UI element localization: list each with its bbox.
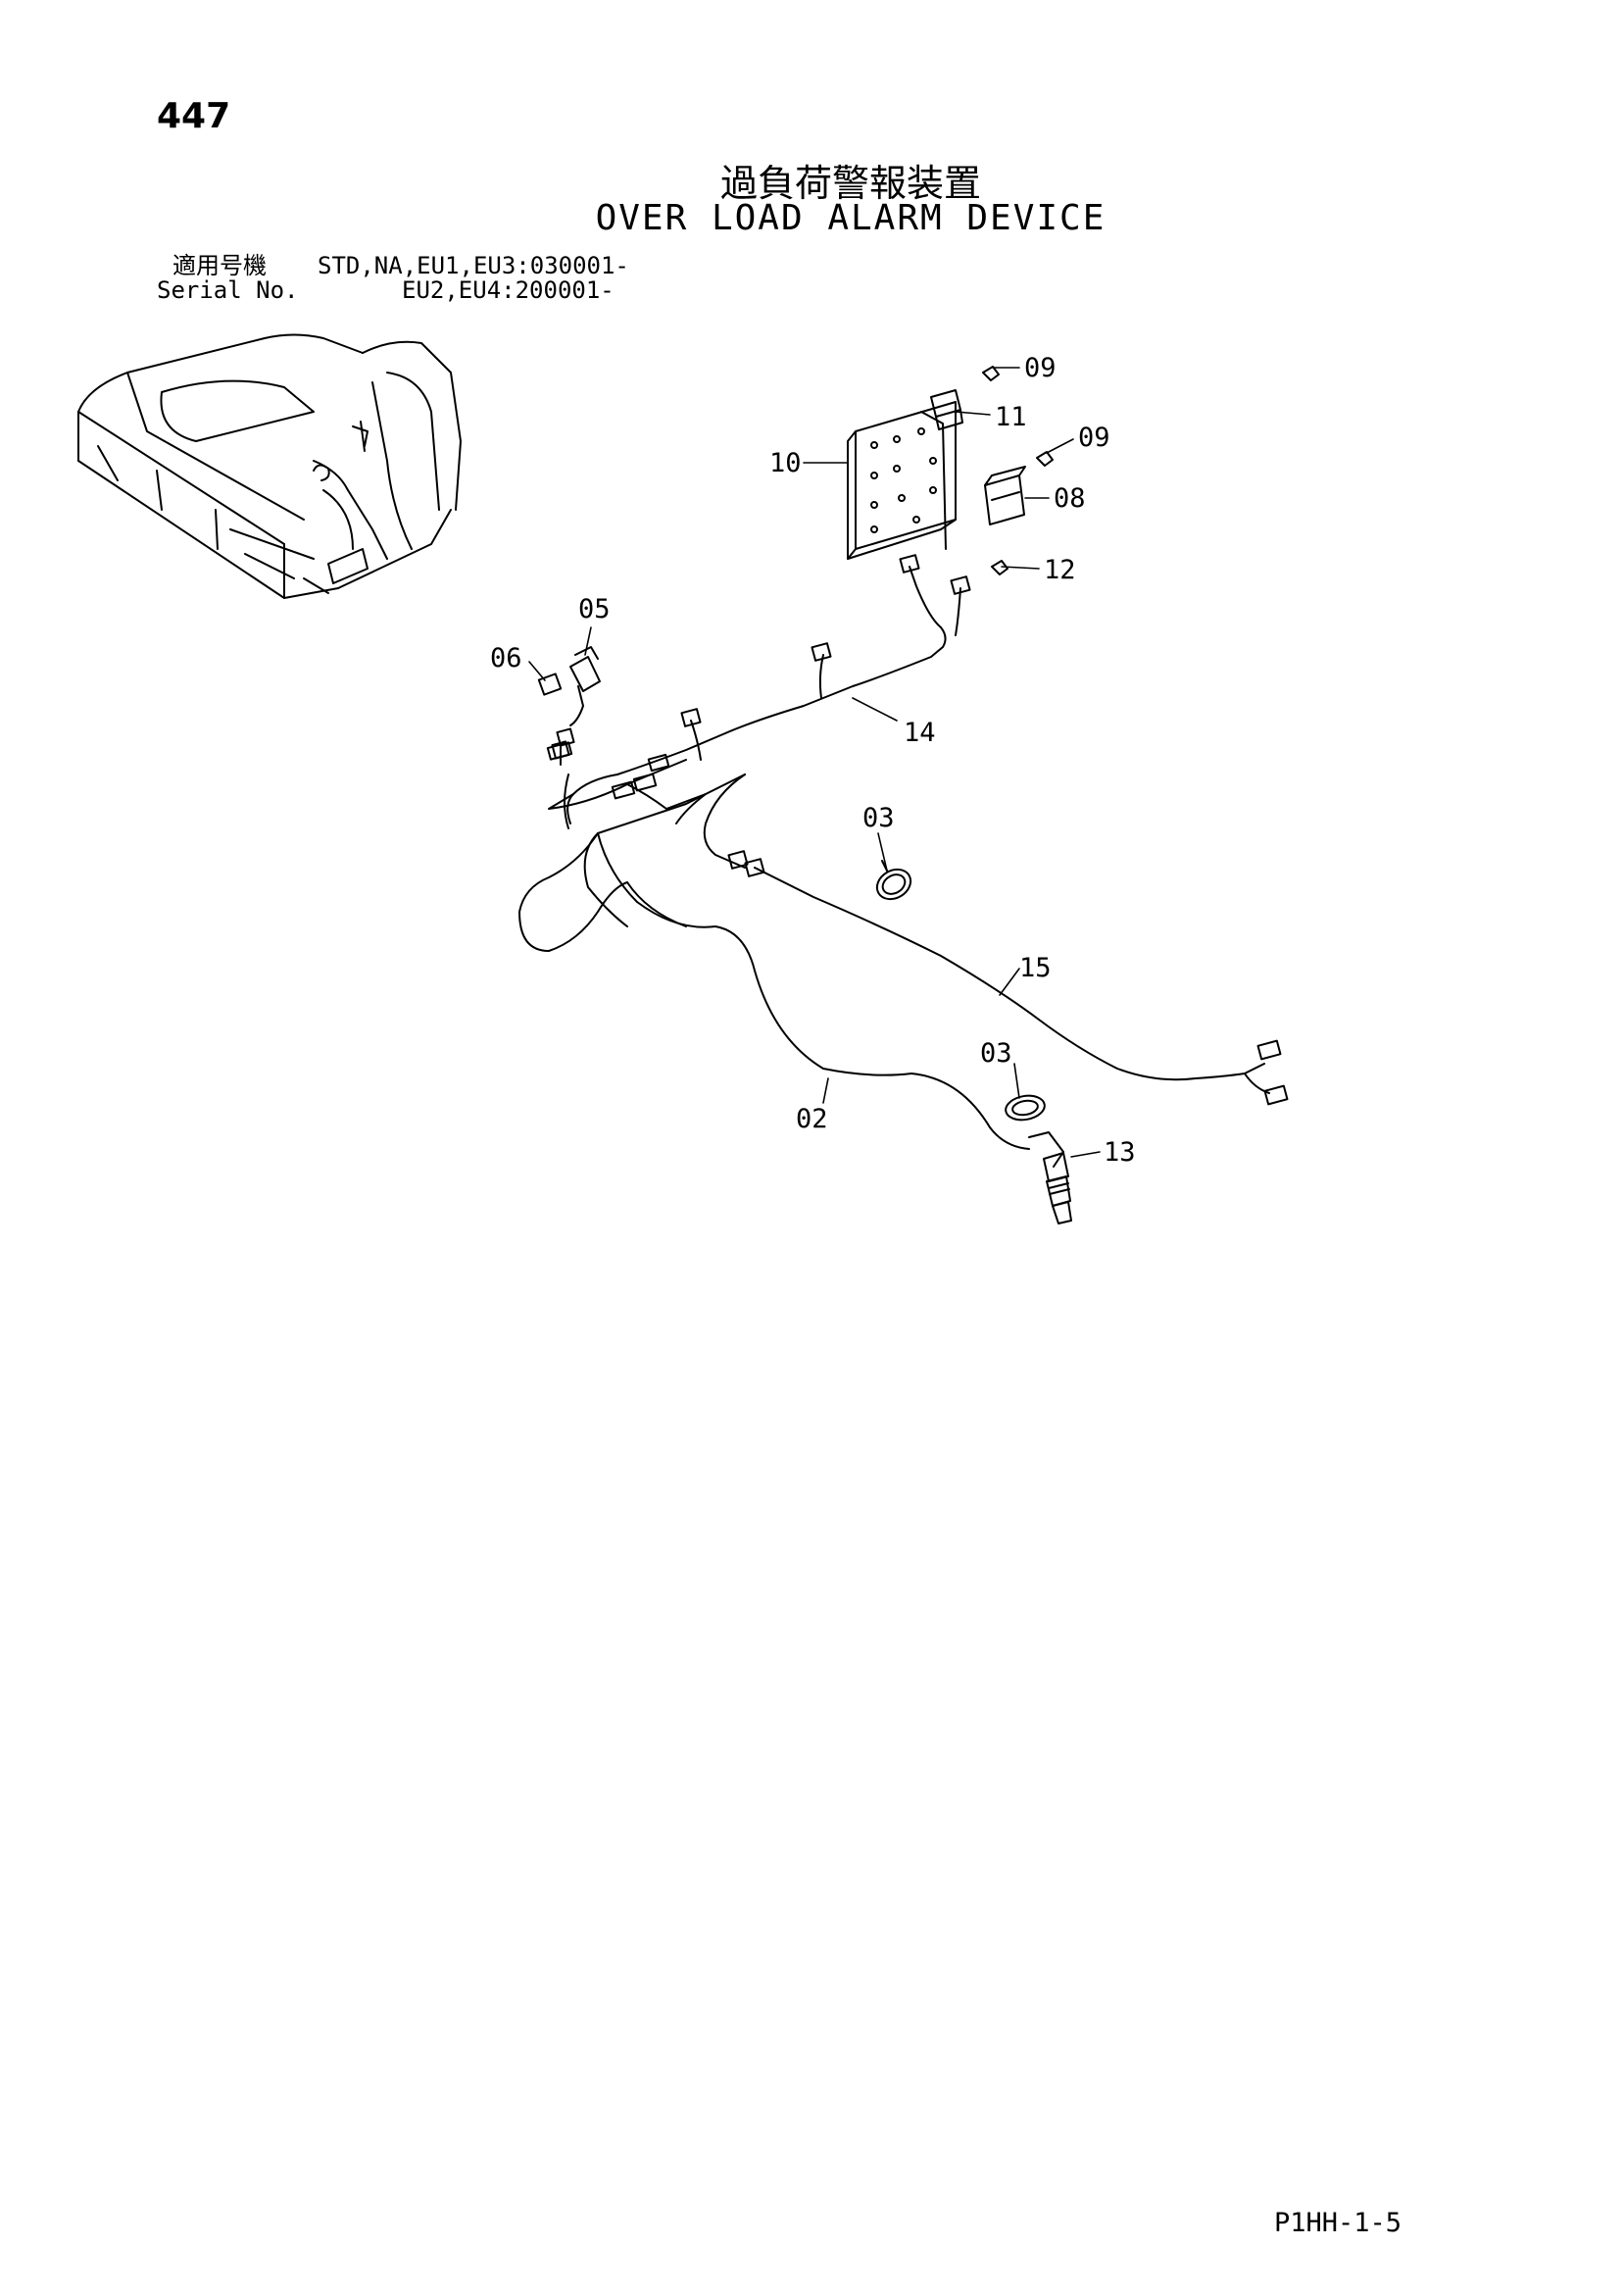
serial-range-2: EU2,EU4:200001-: [402, 276, 615, 304]
part-label-03-lower: 03: [980, 1038, 1012, 1069]
serial-row-1: 適用号機 STD,NA,EU1,EU3:030001-: [172, 253, 629, 278]
serial-label-english: Serial No.: [157, 276, 299, 304]
page-title-english: OVER LOAD ALARM DEVICE: [595, 198, 1107, 238]
part-label-13: 13: [1104, 1137, 1136, 1168]
part-label-09-mid: 09: [1078, 423, 1110, 453]
part-label-02: 02: [796, 1104, 828, 1134]
cap-06: [537, 673, 563, 696]
harness-02: [518, 832, 1030, 1150]
footer-code: P1HH-1-5: [1274, 2208, 1402, 2238]
serial-range-1: STD,NA,EU1,EU3:030001-: [318, 252, 629, 279]
clamp-03-upper: [875, 860, 912, 901]
part-label-15: 15: [1019, 953, 1052, 983]
pressure-sensor-13: [1028, 1131, 1072, 1224]
harness-14: [546, 554, 971, 927]
serial-label-japanese: 適用号機: [172, 252, 267, 279]
part-label-14: 14: [904, 718, 936, 748]
part-labels: 09 11 09 10 08 12 05 06 14 03 15 03 02 1…: [490, 353, 1136, 1168]
page-title-japanese: 過負荷警報装置: [719, 162, 981, 205]
part-label-08: 08: [1054, 483, 1086, 514]
part-label-05: 05: [578, 594, 611, 624]
leader-lines: [528, 367, 1101, 1158]
harness-15: [754, 867, 1289, 1106]
serial-row-2: Serial No. EU2,EU4:200001-: [157, 277, 615, 303]
bracket-assembly: [847, 366, 1054, 575]
part-label-10: 10: [769, 448, 802, 478]
part-label-09-top: 09: [1024, 353, 1057, 383]
part-label-12: 12: [1044, 555, 1076, 585]
part-label-06: 06: [490, 643, 522, 674]
page-number: 447: [157, 96, 231, 136]
part-label-11: 11: [995, 402, 1027, 432]
clamp-03-lower: [1005, 1094, 1046, 1122]
excavator-overview-sketch: [77, 333, 462, 599]
switch-05: [537, 646, 601, 726]
part-label-03-upper: 03: [862, 803, 895, 833]
